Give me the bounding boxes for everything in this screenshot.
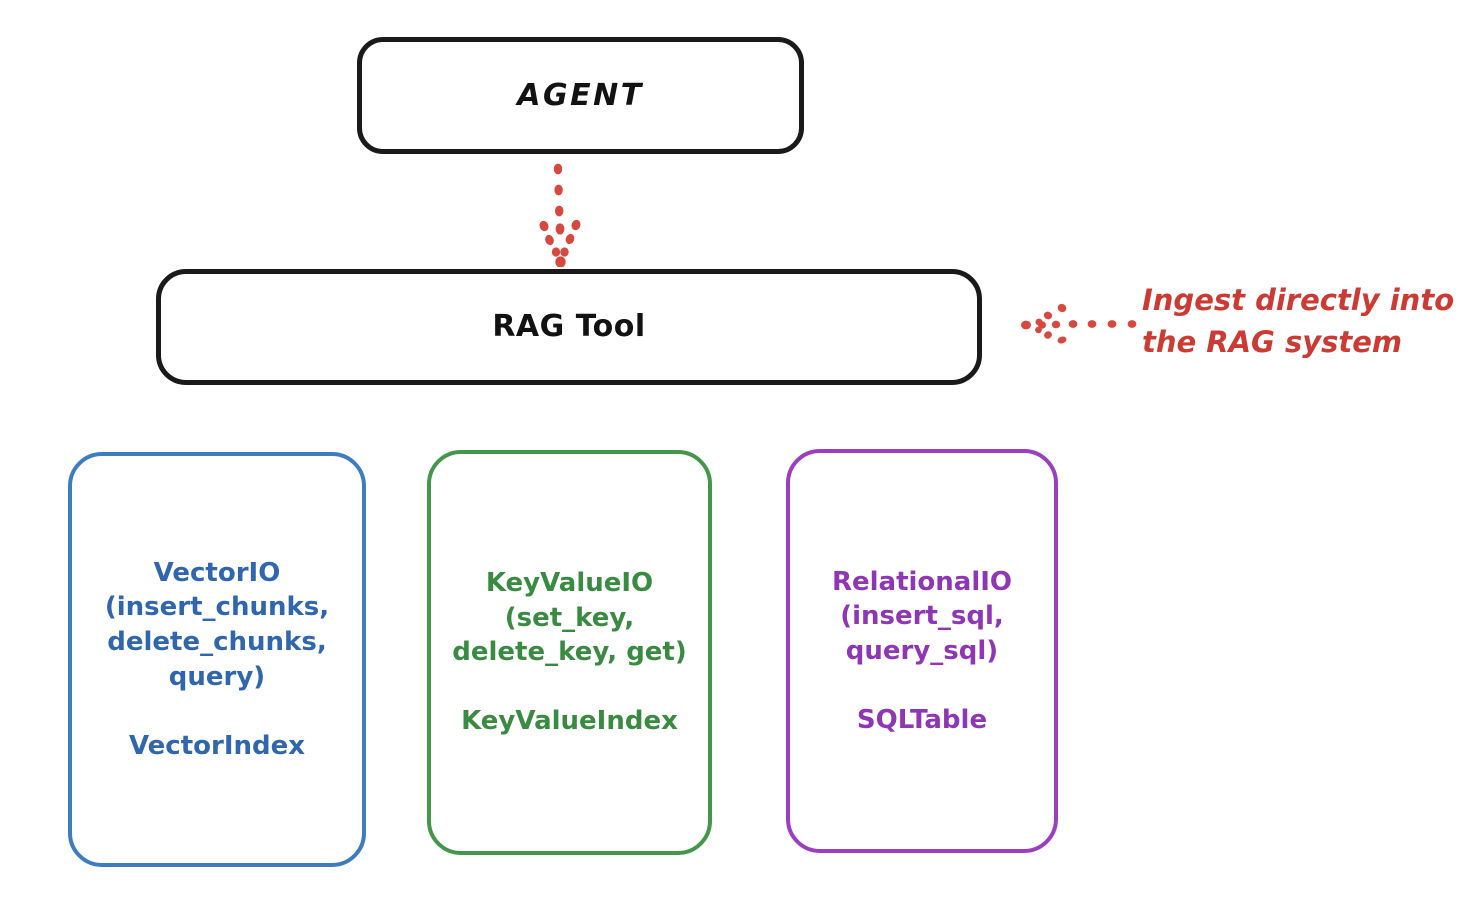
node-rag-tool-label: RAG Tool	[492, 309, 646, 345]
node-key-value-io[interactable]: KeyValueIO (set_key, delete_key, get) Ke…	[427, 450, 712, 855]
node-agent[interactable]: AGENT	[357, 37, 804, 154]
node-relational-io-label: RelationalIO (insert_sql, query_sql) SQL…	[831, 566, 1013, 735]
node-vector-io[interactable]: VectorIO (insert_chunks, delete_chunks, …	[68, 452, 366, 867]
node-rag-tool[interactable]: RAG Tool	[156, 269, 982, 385]
connector-ingest-annotation	[1018, 300, 1138, 348]
annotation-ingest-text: Ingest directly into the RAG system	[1142, 283, 1455, 360]
connector-agent-to-rag-tool	[516, 163, 606, 267]
node-relational-io[interactable]: RelationalIO (insert_sql, query_sql) SQL…	[786, 449, 1058, 853]
node-agent-label: AGENT	[517, 77, 644, 113]
node-key-value-io-label: KeyValueIO (set_key, delete_key, get) Ke…	[452, 568, 687, 737]
node-vector-io-label: VectorIO (insert_chunks, delete_chunks, …	[104, 557, 330, 761]
